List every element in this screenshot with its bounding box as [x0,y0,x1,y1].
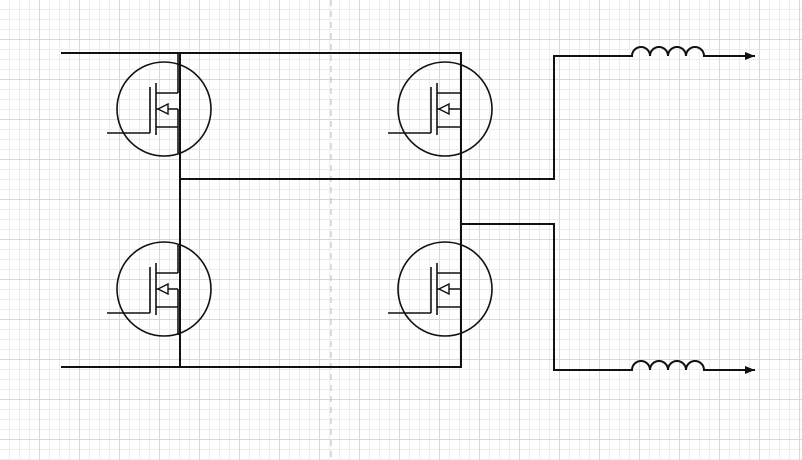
mosfet-body [397,61,493,157]
body-arrow-icon [156,282,169,296]
mosfet-body [116,241,212,337]
body-arrow-icon [437,102,450,116]
inductor-top[interactable] [629,46,755,60]
mosfet-body [116,61,212,157]
mosfet-body [397,241,493,337]
bridge-wiring [61,52,631,371]
output-wire-bottom[interactable] [460,223,631,371]
body-arrow-icon [437,282,450,296]
body-arrow-icon [156,102,169,116]
mosfet-low-left[interactable] [107,241,212,337]
inductor-coil-top [629,46,755,60]
mosfet-high-left[interactable] [107,53,212,157]
inductor-coil-bottom [629,360,755,374]
mosfet-low-right[interactable] [388,241,493,337]
output-wire-top[interactable] [553,55,631,180]
mosfet-high-right[interactable] [388,53,493,157]
inductor-bottom[interactable] [629,360,755,374]
